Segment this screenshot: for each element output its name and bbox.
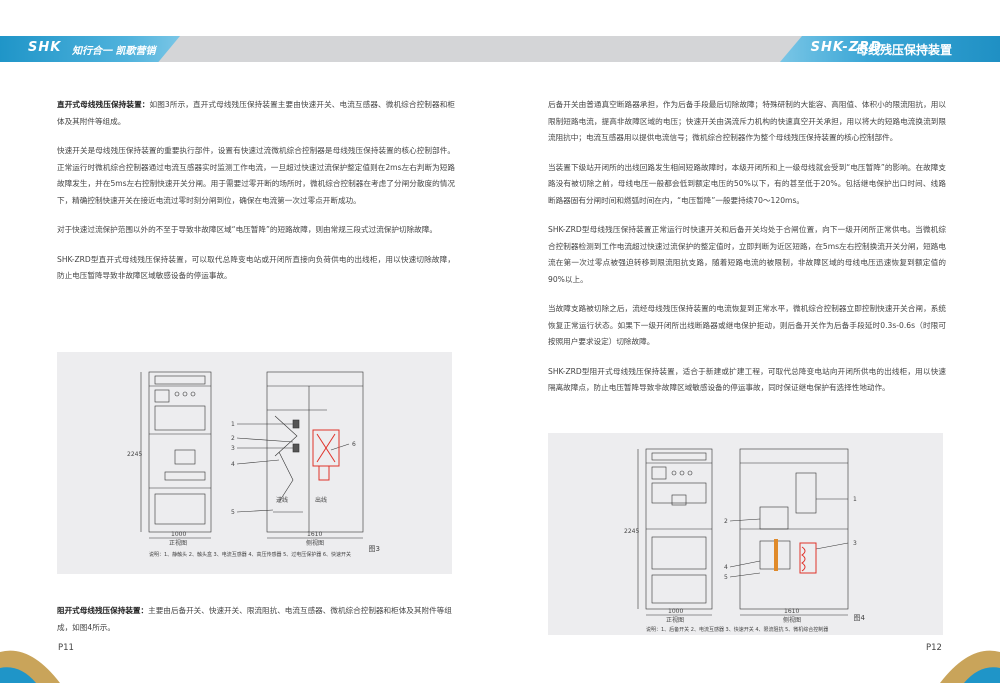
callout-3: 3 bbox=[853, 540, 857, 547]
corner-arc-right bbox=[940, 650, 1000, 683]
figure-3-label: 图3 bbox=[368, 545, 380, 553]
callout-1: 1 bbox=[231, 421, 235, 428]
header-right-banner: SHK-ZRD 母线残压保持装置 bbox=[780, 36, 1000, 62]
right-column: 后备开关由普通真空断路器承担，作为后备手段最后切除故障；特殊研制的大能容、高阻值… bbox=[548, 97, 946, 410]
page-number-right: P12 bbox=[926, 643, 942, 653]
figure-4-caption: 说明：1、后备开关 2、电流互感器 3、快速开关 4、限流阻抗 5、微机综合控制… bbox=[646, 626, 828, 633]
paragraph-heading: 直开式母线残压保持装置： bbox=[57, 100, 150, 109]
paragraph-voltage-sag: 当装置下级站开闭所的出线回路发生相间短路故障时，本级开闭所和上一级母线就会受到“… bbox=[548, 162, 946, 205]
paragraph-text: 主要由后备开关、快速开关、限流阻抗、电流互感器、微机综合控制器和柜体及其附件等组… bbox=[57, 606, 452, 632]
side-width-label: 1610 bbox=[307, 531, 322, 538]
figure-4-drawing: 1 2 3 4 5 1000 正视图 1610 侧视图 2245 说明：1、后备… bbox=[624, 448, 857, 633]
front-width-label: 1000 bbox=[171, 531, 186, 538]
figure-4-label: 图4 bbox=[853, 614, 865, 622]
paragraph-fast-switch: 快速开关是母线残压保持装置的重要执行部件，设置有快速过流微机综合控制器是母线残压… bbox=[57, 146, 455, 205]
paragraph-impedance-type: 阻开式母线残压保持装置：主要由后备开关、快速开关、限流阻抗、电流互感器、微机综合… bbox=[57, 603, 455, 636]
paragraph-direct-type: 直开式母线残压保持装置：如图3所示，直开式母线残压保持装置主要由快速开关、电流互… bbox=[57, 97, 455, 130]
brand-logo-left: SHK bbox=[28, 40, 62, 55]
page-number-left: P11 bbox=[58, 643, 74, 653]
corner-arc-left bbox=[0, 650, 60, 683]
paragraph-recovery: 当故障支路被切除之后，流经母线残压保持装置的电流恢复到正常水平，微机综合控制器立… bbox=[548, 304, 946, 346]
figure-4-diagram: 1 2 3 4 5 1000 正视图 1610 侧视图 2245 说明：1、后备… bbox=[548, 433, 943, 635]
side-width-label: 1610 bbox=[784, 608, 799, 615]
height-label: 2245 bbox=[127, 451, 142, 458]
section-title: 母线残压保持装置 bbox=[855, 43, 952, 57]
page-header: SHK 知行合一 凯歌营销 SHK-ZRD 母线残压保持装置 bbox=[0, 36, 1000, 62]
front-view-label: 正视图 bbox=[666, 616, 684, 624]
left-column: 直开式母线残压保持装置：如图3所示，直开式母线残压保持装置主要由快速开关、电流互… bbox=[57, 97, 455, 298]
brand-slogan: 知行合一 凯歌营销 bbox=[72, 46, 156, 57]
figure-3-caption: 说明：1、静触头 2、触头盒 3、电流互感器 4、高压传感器 5、过电压保护器 … bbox=[149, 551, 351, 558]
front-view-label: 正视图 bbox=[169, 539, 187, 547]
callout-2: 2 bbox=[231, 435, 235, 442]
side-view-label: 侧视图 bbox=[306, 539, 324, 547]
callout-4: 4 bbox=[231, 461, 235, 468]
callout-1: 1 bbox=[853, 496, 857, 503]
paragraph-impedance-application: SHK-ZRD型阻开式母线残压保持装置，适合于新建或扩建工程，可取代总降变电站向… bbox=[548, 366, 946, 393]
header-left-banner: SHK 知行合一 凯歌营销 bbox=[0, 36, 180, 62]
paragraph-heading: 阻开式母线残压保持装置： bbox=[57, 606, 149, 615]
paragraph-application: SHK-ZRD型直开式母线残压保持装置，可以取代总降变电站或开闭所直接向负荷供电… bbox=[57, 254, 455, 281]
callout-5: 5 bbox=[231, 509, 235, 516]
callout-2: 2 bbox=[724, 518, 728, 525]
paragraph-text: 如图3所示，直开式母线残压保持装置主要由快速开关、电流互感器、微机综合控制器和柜… bbox=[57, 100, 456, 126]
callout-3: 3 bbox=[231, 445, 235, 452]
height-label: 2245 bbox=[624, 528, 639, 535]
callout-6: 6 bbox=[352, 441, 356, 448]
callout-5: 5 bbox=[724, 574, 728, 581]
paragraph-overcurrent: 对于快速过流保护范围以外的不至于导致非故障区域“电压暂降”的短路故障，则由常规三… bbox=[57, 225, 437, 234]
side-view-label: 侧视图 bbox=[783, 616, 801, 624]
callout-4: 4 bbox=[724, 564, 728, 571]
paragraph-backup-switch: 后备开关由普通真空断路器承担，作为后备手段最后切除故障；特殊研制的大能容、高阻值… bbox=[548, 100, 946, 142]
figure-3-diagram: 1 2 3 4 5 6 进线 出线 1000 正视图 1610 侧视图 2245… bbox=[57, 352, 452, 574]
incoming-terminal-label: 进线 bbox=[276, 496, 288, 504]
outgoing-terminal-label: 出线 bbox=[315, 496, 327, 504]
front-width-label: 1000 bbox=[668, 608, 683, 615]
brand-logo-right: SHK-ZRD bbox=[810, 40, 882, 55]
figure-3-drawing: 1 2 3 4 5 6 进线 出线 1000 正视图 1610 侧视图 2245… bbox=[127, 371, 364, 558]
paragraph-normal-operation: SHK-ZRD型母线残压保持装置正常运行时快速开关和后备开关均处于合闸位置，向下… bbox=[548, 225, 946, 284]
